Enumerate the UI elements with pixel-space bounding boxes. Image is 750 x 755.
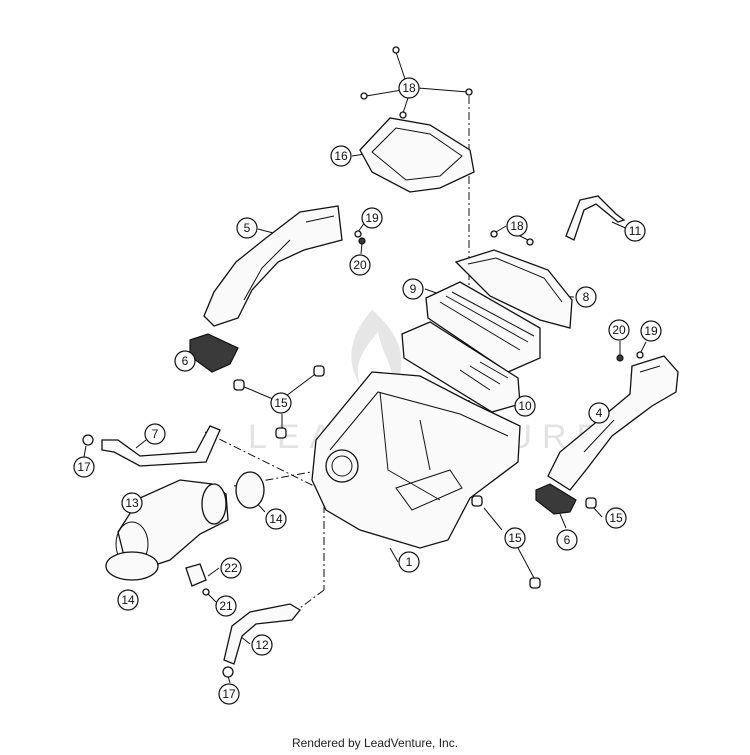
svg-text:14: 14 (269, 512, 283, 526)
callout-7: 7 (144, 423, 166, 445)
watermark-flame-icon (351, 310, 402, 390)
callout-22: 22 (220, 557, 242, 579)
callout-9: 9 (402, 278, 424, 300)
callout-18: 18 (398, 77, 420, 99)
callout-17: 17 (218, 683, 240, 705)
svg-text:6: 6 (564, 533, 571, 547)
airbox-housing (311, 371, 521, 549)
callout-13: 13 (121, 492, 143, 514)
svg-text:20: 20 (612, 323, 626, 337)
callout-16: 16 (330, 145, 352, 167)
svg-text:1: 1 (406, 555, 413, 569)
svg-text:9: 9 (410, 282, 417, 296)
intake-duct-left (203, 205, 343, 327)
air-filter (425, 281, 541, 373)
footer-credit: Rendered by LeadVenture, Inc. (291, 736, 459, 750)
callout-5: 5 (236, 217, 258, 239)
band-clamp (105, 551, 159, 581)
screw-icon (202, 588, 210, 596)
callout-18: 18 (506, 215, 528, 237)
svg-text:15: 15 (274, 396, 288, 410)
svg-text:18: 18 (510, 219, 524, 233)
svg-text:15: 15 (609, 511, 623, 525)
nut-icon (616, 354, 624, 362)
svg-text:6: 6 (182, 354, 189, 368)
svg-text:4: 4 (596, 406, 603, 420)
intake-duct-right (547, 355, 679, 491)
svg-text:13: 13 (125, 496, 139, 510)
bracket (565, 195, 626, 241)
grommet (275, 427, 287, 439)
callout-11: 11 (624, 220, 646, 242)
callout-20: 20 (349, 254, 371, 276)
svg-text:8: 8 (583, 290, 590, 304)
screw-icon (490, 230, 498, 238)
grommet (529, 577, 541, 589)
breather-hose (101, 425, 221, 467)
svg-text:17: 17 (77, 460, 91, 474)
gasket-right (535, 483, 577, 515)
svg-text:17: 17 (222, 687, 236, 701)
nut-icon (358, 237, 366, 245)
hose-clamp (82, 434, 94, 446)
hose-clamp (222, 666, 234, 678)
grommet (233, 379, 245, 391)
svg-text:22: 22 (224, 561, 238, 575)
callout-1: 1 (398, 551, 420, 573)
callout-8: 8 (575, 286, 597, 308)
sensor (185, 563, 207, 587)
callout-14: 14 (117, 589, 139, 611)
callout-6: 6 (174, 350, 196, 372)
svg-text:11: 11 (629, 224, 642, 238)
svg-text:10: 10 (518, 399, 532, 413)
part-callouts: 18 16 5 19 20 18 11 9 8 6 20 19 15 10 4 … (73, 77, 662, 705)
grommet (313, 365, 325, 377)
band-clamp (235, 471, 265, 509)
svg-text:12: 12 (255, 638, 269, 652)
grommet (585, 497, 597, 509)
callout-6: 6 (556, 529, 578, 551)
filter-cover (454, 249, 573, 329)
callout-14: 14 (265, 508, 287, 530)
callout-19: 19 (640, 320, 662, 342)
callout-15: 15 (605, 507, 627, 529)
gasket-left (189, 333, 239, 373)
svg-text:15: 15 (508, 531, 522, 545)
grommet (471, 495, 483, 507)
callout-17: 17 (73, 456, 95, 478)
callout-15: 15 (270, 392, 292, 414)
svg-text:7: 7 (152, 427, 159, 441)
screw-icon (526, 238, 534, 246)
svg-text:16: 16 (334, 149, 348, 163)
svg-text:14: 14 (121, 593, 135, 607)
callout-4: 4 (588, 402, 610, 424)
clip-icon (636, 351, 644, 359)
callout-15: 15 (504, 527, 526, 549)
clip-icon (354, 230, 362, 238)
callout-10: 10 (514, 395, 536, 417)
callout-20: 20 (608, 319, 630, 341)
svg-text:20: 20 (353, 258, 367, 272)
svg-text:18: 18 (402, 81, 416, 95)
airbox-cover (359, 117, 475, 193)
svg-text:21: 21 (219, 599, 233, 613)
svg-text:19: 19 (644, 324, 658, 338)
callout-12: 12 (251, 634, 273, 656)
callout-21: 21 (215, 595, 237, 617)
svg-text:19: 19 (365, 211, 379, 225)
svg-text:5: 5 (244, 221, 251, 235)
parts (82, 46, 679, 678)
callout-19: 19 (361, 207, 383, 229)
drain-hose (223, 603, 301, 665)
screw-icon (360, 46, 473, 119)
